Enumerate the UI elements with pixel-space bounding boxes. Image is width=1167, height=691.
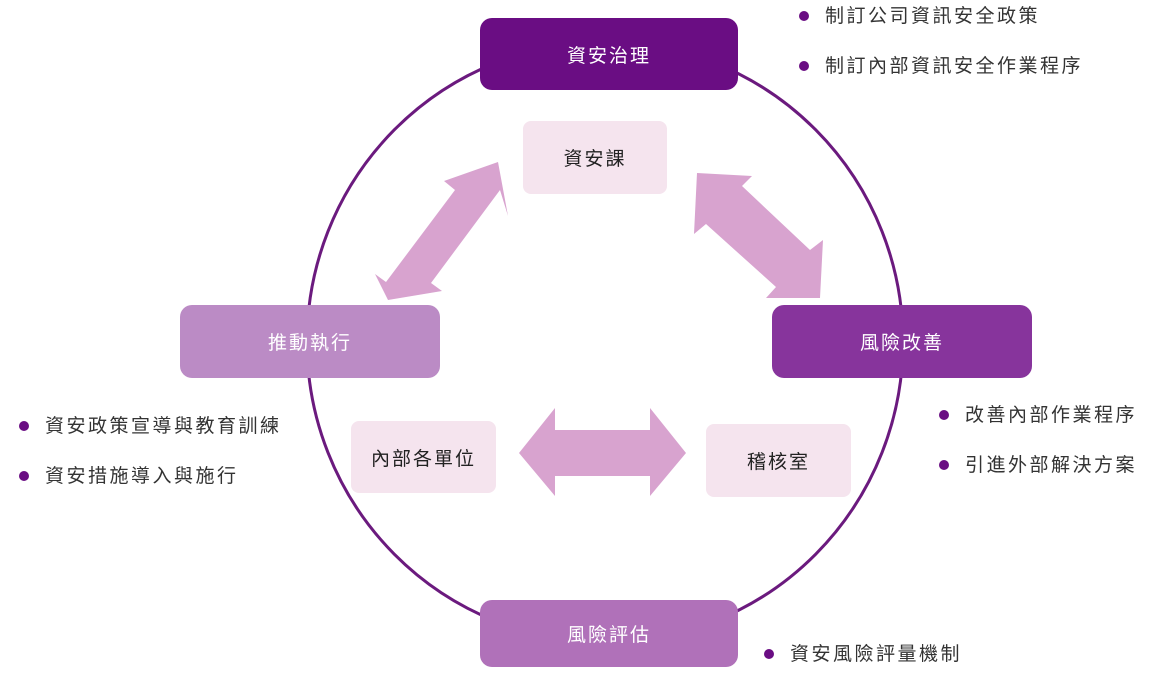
risk-improve-bullet-list: 改善內部作業程序 引進外部解決方案 bbox=[939, 402, 1137, 502]
bullet-dot bbox=[19, 471, 29, 481]
list-item: 制訂公司資訊安全政策 bbox=[799, 3, 1083, 53]
bullet-text: 制訂公司資訊安全政策 bbox=[825, 5, 1041, 27]
bullet-text: 改善內部作業程序 bbox=[965, 404, 1138, 426]
phase-governance: 資安治理 bbox=[480, 18, 738, 90]
list-item: 制訂內部資訊安全作業程序 bbox=[799, 53, 1083, 103]
bullet-text: 資安措施導入與施行 bbox=[45, 465, 239, 487]
list-item: 引進外部解決方案 bbox=[939, 452, 1137, 502]
unit-internal-units: 內部各單位 bbox=[351, 421, 496, 493]
bullet-text: 資安風險評量機制 bbox=[790, 643, 963, 665]
bullet-text: 資安政策宣導與教育訓練 bbox=[45, 415, 282, 437]
bullet-dot bbox=[939, 460, 949, 470]
list-item: 改善內部作業程序 bbox=[939, 402, 1137, 452]
unit-internal-units-label: 內部各單位 bbox=[370, 447, 476, 470]
bullet-dot bbox=[799, 11, 809, 21]
phase-risk-assess-label: 風險評估 bbox=[566, 624, 651, 646]
push-execute-bullet-list: 資安政策宣導與教育訓練 資安措施導入與施行 bbox=[19, 413, 282, 513]
phase-governance-label: 資安治理 bbox=[566, 44, 651, 67]
bullet-dot bbox=[939, 410, 949, 420]
bullet-dot bbox=[764, 649, 774, 659]
arrow-internal-to-audit bbox=[519, 408, 686, 496]
unit-audit-office-label: 稽核室 bbox=[746, 451, 810, 473]
bullet-dot bbox=[799, 61, 809, 71]
phase-risk-improve-label: 風險改善 bbox=[859, 332, 944, 354]
list-item: 資安風險評量機制 bbox=[764, 641, 962, 691]
phase-risk-improve: 風險改善 bbox=[772, 305, 1032, 378]
unit-security-section: 資安課 bbox=[523, 121, 667, 194]
phase-risk-assess: 風險評估 bbox=[480, 600, 738, 667]
bullet-dot bbox=[19, 421, 29, 431]
risk-assess-bullet-list: 資安風險評量機制 bbox=[764, 641, 962, 691]
list-item: 資安政策宣導與教育訓練 bbox=[19, 413, 282, 463]
arrow-unit-to-improve bbox=[694, 173, 823, 298]
arrow-unit-to-execute bbox=[375, 162, 508, 300]
unit-audit-office: 稽核室 bbox=[706, 424, 851, 497]
list-item: 資安措施導入與施行 bbox=[19, 463, 282, 513]
phase-push-execute-label: 推動執行 bbox=[267, 332, 352, 354]
phase-push-execute: 推動執行 bbox=[180, 305, 440, 378]
bullet-text: 制訂內部資訊安全作業程序 bbox=[825, 55, 1084, 77]
unit-security-section-label: 資安課 bbox=[563, 148, 627, 170]
governance-bullet-list: 制訂公司資訊安全政策 制訂內部資訊安全作業程序 bbox=[799, 3, 1083, 103]
bullet-text: 引進外部解決方案 bbox=[965, 454, 1138, 476]
